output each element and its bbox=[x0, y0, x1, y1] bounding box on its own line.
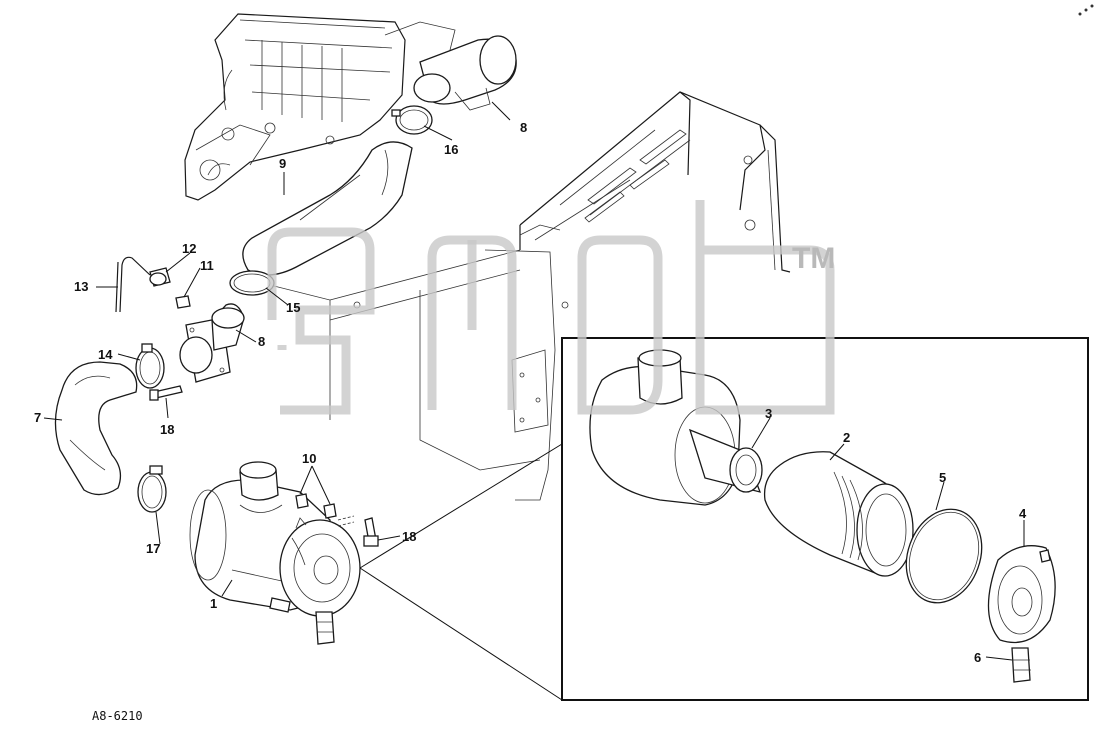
callout-18-left: 18 bbox=[160, 422, 174, 437]
callout-12: 12 bbox=[182, 241, 196, 256]
bolt-18-right bbox=[363, 517, 379, 547]
vacuator-valve-6 bbox=[1011, 647, 1031, 683]
callout-14: 14 bbox=[98, 347, 113, 362]
callout-17: 17 bbox=[146, 541, 160, 556]
bolt-18-left bbox=[149, 385, 183, 401]
callout-leaders bbox=[43, 101, 1025, 661]
pressure-sensor-12 bbox=[149, 267, 171, 287]
callout-5: 5 bbox=[939, 470, 946, 485]
callout-labels: 8 16 9 12 11 13 15 8 14 18 7 17 1 10 18 … bbox=[34, 120, 1027, 665]
callout-15: 15 bbox=[286, 300, 300, 315]
callout-8-mid: 8 bbox=[258, 334, 265, 349]
engine-block bbox=[184, 13, 456, 201]
cover-4 bbox=[987, 545, 1056, 644]
intake-hose-7 bbox=[54, 361, 138, 496]
callout-7: 7 bbox=[34, 410, 41, 425]
clips-10 bbox=[295, 493, 355, 527]
callout-3: 3 bbox=[765, 406, 772, 421]
upper-elbow-pipe bbox=[413, 35, 517, 111]
vacuum-tube-13 bbox=[115, 256, 151, 313]
callout-10: 10 bbox=[302, 451, 316, 466]
callout-1: 1 bbox=[210, 596, 217, 611]
drawing-code: A8-6210 bbox=[92, 709, 143, 723]
hose-clamp-15 bbox=[229, 270, 275, 296]
watermark-logo bbox=[267, 200, 835, 415]
fitting-11 bbox=[175, 295, 191, 309]
safety-filter-element-3 bbox=[688, 428, 763, 493]
callout-9: 9 bbox=[279, 156, 286, 171]
air-cleaner-assembly bbox=[189, 461, 361, 645]
o-ring-5 bbox=[905, 508, 983, 604]
callout-11: 11 bbox=[200, 258, 214, 273]
primary-filter-element-2 bbox=[763, 451, 914, 577]
callout-13: 13 bbox=[74, 279, 88, 294]
hose-clamp-14 bbox=[135, 343, 165, 389]
callout-2: 2 bbox=[843, 430, 850, 445]
callout-8-top: 8 bbox=[520, 120, 527, 135]
corner-mark bbox=[1078, 4, 1094, 16]
callout-4: 4 bbox=[1019, 506, 1027, 521]
callout-18-right: 18 bbox=[402, 529, 416, 544]
hose-clamp-16 bbox=[391, 105, 433, 135]
callout-16: 16 bbox=[444, 142, 458, 157]
detail-inset bbox=[359, 337, 1089, 701]
callout-6: 6 bbox=[974, 650, 981, 665]
hose-clamp-17 bbox=[137, 465, 167, 513]
watermark-tm: TM bbox=[792, 242, 835, 275]
mounting-elbow-8 bbox=[179, 303, 245, 383]
